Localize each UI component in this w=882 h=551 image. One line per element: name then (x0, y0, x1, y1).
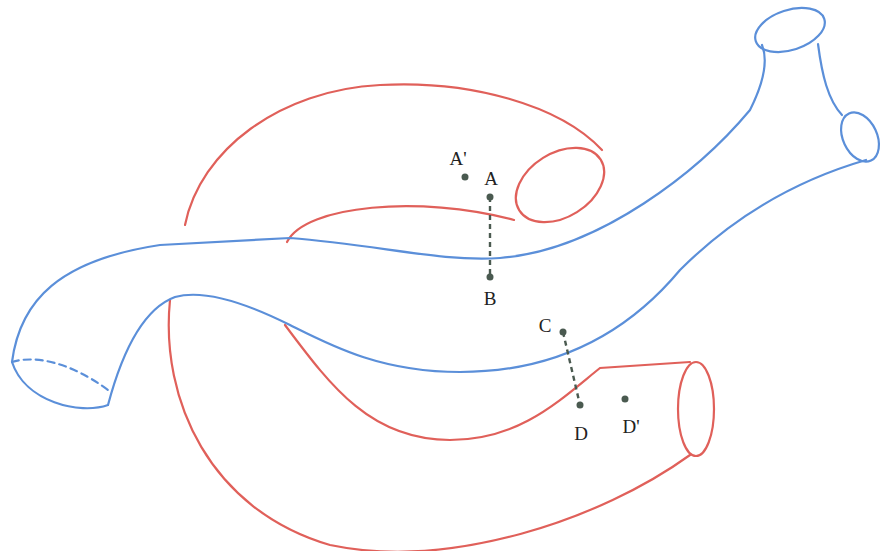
point (487, 194, 494, 201)
point (560, 329, 567, 336)
blue-tube-upper-edge (12, 45, 765, 362)
lower-tube-outer (169, 300, 690, 551)
point-label: B (484, 289, 497, 308)
blue-tube-opening-back (12, 359, 108, 390)
point (577, 402, 584, 409)
segment-ab (489, 197, 491, 277)
lower-tube-opening (678, 362, 714, 456)
blue-tube-fork (818, 44, 842, 115)
point (462, 174, 469, 181)
point-label: D (574, 424, 588, 443)
dashed-segments (490, 197, 580, 405)
blue-tube (12, 0, 882, 408)
upper-tube-outer (185, 84, 602, 225)
blue-tube-lower-edge (108, 160, 866, 405)
segment-cd (563, 332, 580, 405)
points (462, 174, 629, 409)
upper-tube-opening (502, 132, 617, 237)
blue-tube-opening-front (12, 362, 108, 408)
point-label: A (484, 169, 498, 188)
blue-tube-end-right (834, 106, 882, 167)
point-label: A' (449, 149, 466, 168)
point (487, 274, 494, 281)
upper-tube-inner (287, 206, 514, 242)
point-label: C (539, 316, 552, 335)
lower-tube-inner (285, 325, 690, 440)
point (622, 396, 629, 403)
point-label: D' (622, 417, 639, 436)
